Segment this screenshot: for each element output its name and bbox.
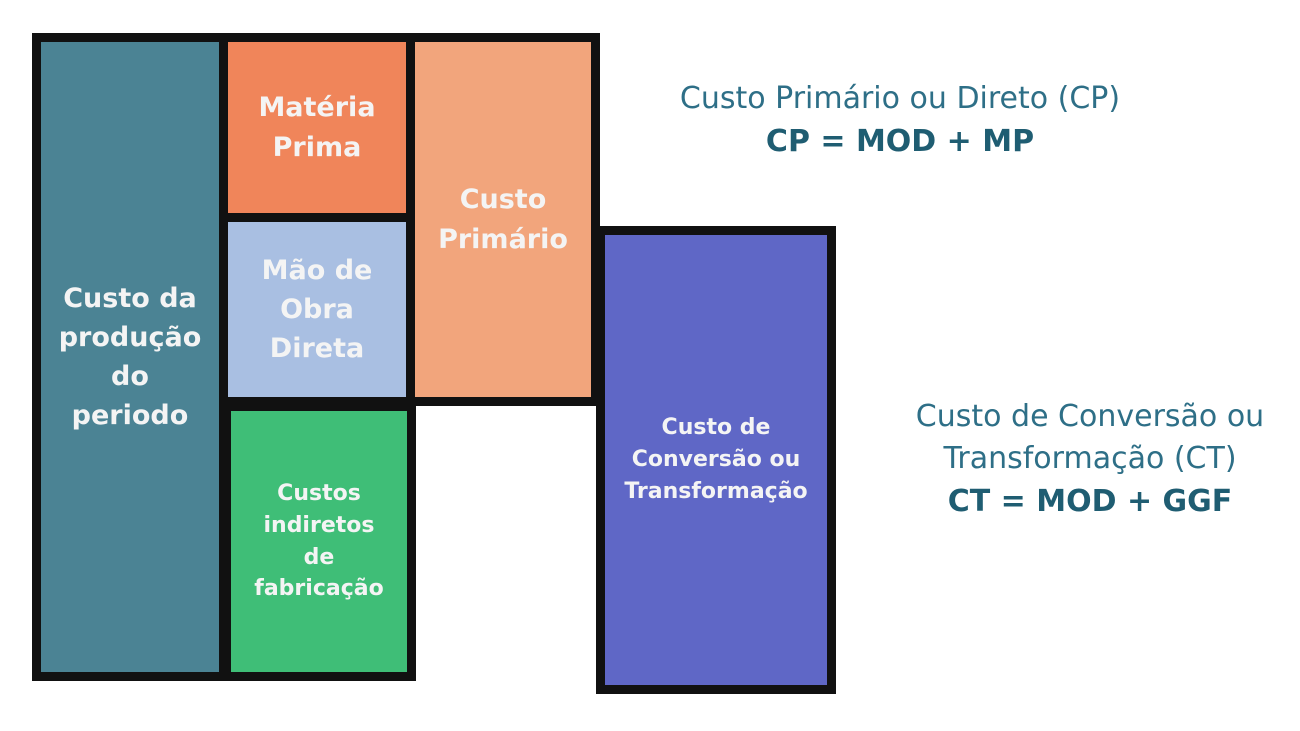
materia-prima-label: Matéria Prima xyxy=(258,92,376,163)
custo-producao-box: Custo da produção do periodo xyxy=(32,33,228,681)
materia-prima-box: Matéria Prima xyxy=(219,33,415,222)
formula-custo-primario: Custo Primário ou Direto (CP) CP = MOD +… xyxy=(640,78,1160,164)
mao-de-obra-direta-label: Mão de Obra Direta xyxy=(261,254,373,365)
custo-conversao-box: Custo de Conversão ou Transformação xyxy=(596,226,836,694)
custos-indiretos-box: Custos indiretos de fabricação xyxy=(222,402,416,681)
formula-custo-conversao: Custo de Conversão ou Transformação (CT)… xyxy=(870,396,1300,524)
formula-ct-equation: CT = MOD + GGF xyxy=(947,484,1233,519)
custo-primario-box: Custo Primário xyxy=(406,33,600,406)
custo-producao-label: Custo da produção do periodo xyxy=(58,282,202,432)
custo-primario-label: Custo Primário xyxy=(438,184,568,255)
custos-indiretos-label: Custos indiretos de fabricação xyxy=(254,480,384,602)
formula-ct-title-line1: Custo de Conversão ou xyxy=(915,399,1265,434)
formula-ct-title-line2: Transformação (CT) xyxy=(943,441,1237,476)
formula-cp-equation: CP = MOD + MP xyxy=(765,124,1035,159)
custo-conversao-label: Custo de Conversão ou Transformação xyxy=(624,415,808,504)
mao-de-obra-direta-box: Mão de Obra Direta xyxy=(219,213,415,406)
formula-cp-title: Custo Primário ou Direto (CP) xyxy=(679,81,1121,116)
